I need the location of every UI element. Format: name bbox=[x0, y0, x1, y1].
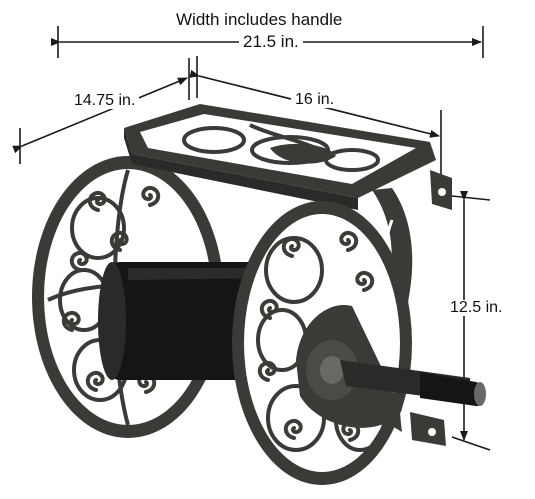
crank-handle bbox=[420, 372, 486, 407]
top-shelf bbox=[124, 104, 436, 210]
length-dimension-label: 16 in. bbox=[291, 92, 339, 108]
depth-dimension-label: 14.75 in. bbox=[70, 93, 140, 109]
width-caption-label: Width includes handle bbox=[176, 10, 343, 29]
height-dimension-label: 12.5 in. bbox=[446, 300, 507, 316]
width-dimension-label: 21.5 in. bbox=[239, 33, 303, 50]
hub-and-crank bbox=[296, 304, 470, 428]
